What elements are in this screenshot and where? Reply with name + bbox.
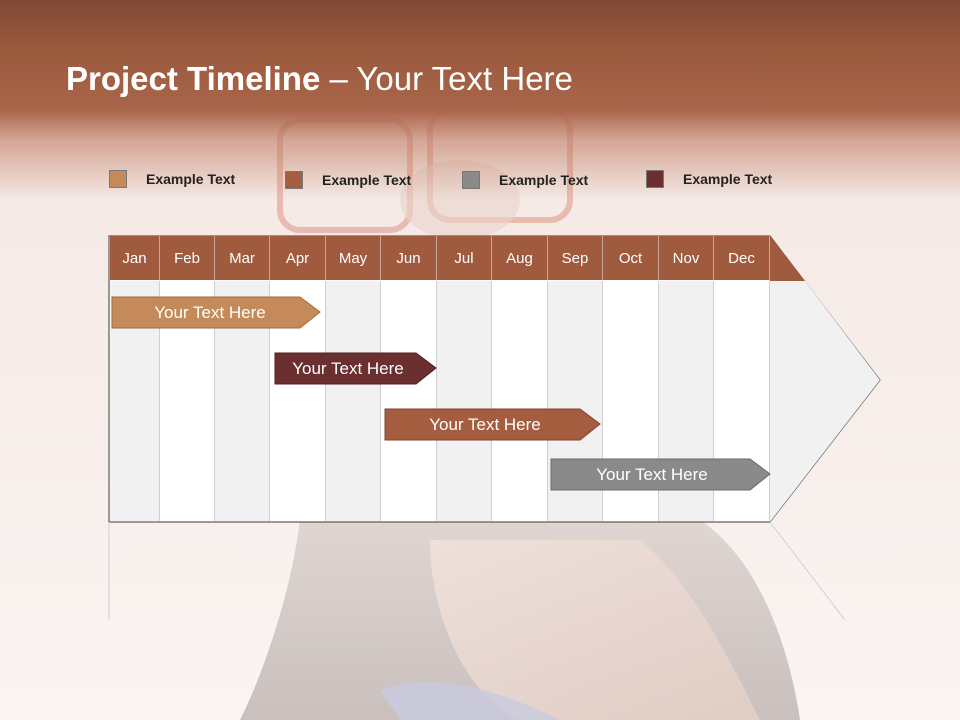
month-header: Jun (381, 236, 437, 280)
month-column (492, 281, 548, 521)
month-header: Sep (548, 236, 603, 280)
month-header: Feb (160, 236, 215, 280)
task-bar[interactable]: Your Text Here (429, 415, 541, 434)
legend-label: Example Text (322, 172, 412, 188)
month-header: Nov (659, 236, 714, 280)
task-arrow-shape (111, 296, 321, 329)
legend-swatch (109, 170, 127, 188)
task-bar[interactable]: Your Text Here (154, 303, 266, 322)
legend-label: Example Text (683, 171, 773, 187)
legend-label: Example Text (499, 172, 589, 188)
month-header: Oct (603, 236, 659, 280)
legend-label: Example Text (146, 171, 236, 187)
task-arrow-shape (550, 458, 771, 491)
month-header: Jul (437, 236, 492, 280)
task-bar[interactable]: Your Text Here (596, 465, 708, 484)
page-title: Project Timeline – Your Text Here (66, 60, 573, 98)
title-bold: Project Timeline (66, 60, 321, 97)
month-header: Aug (492, 236, 548, 280)
legend-swatch (646, 170, 664, 188)
task-arrow-shape (274, 352, 437, 385)
month-header: Dec (714, 236, 770, 280)
task-arrow-shape (384, 408, 601, 441)
header-banner (0, 0, 960, 200)
legend-swatch (462, 171, 480, 189)
legend-swatch (285, 171, 303, 189)
title-rest: – Your Text Here (320, 60, 573, 97)
month-column (381, 281, 437, 521)
month-header: Mar (215, 236, 270, 280)
task-bar[interactable]: Your Text Here (292, 359, 404, 378)
month-column (326, 281, 381, 521)
month-header: Apr (270, 236, 326, 280)
month-header: May (326, 236, 381, 280)
month-column (437, 281, 492, 521)
month-header: Jan (110, 236, 160, 280)
